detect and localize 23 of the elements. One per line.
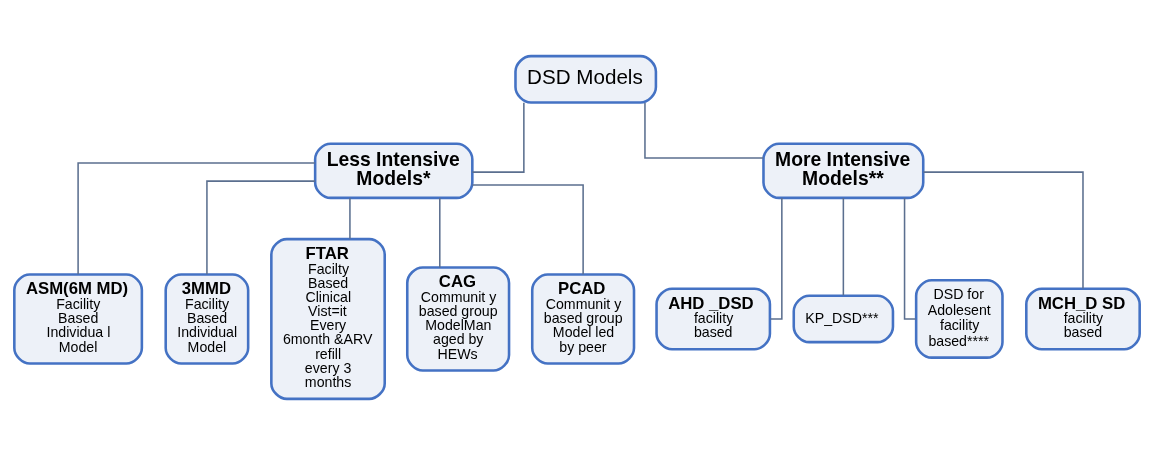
node-box: 3MMD Facility Based Individual Model [164,272,250,365]
connector [471,101,525,173]
connector [206,179,316,275]
connector [842,196,845,296]
node-box: ASM(6M MD) Facility Based Individua l Model [13,272,144,365]
node-box: KP_DSD*** [792,294,895,343]
node-box: PCAD Communit y based group Model led by peer [530,272,636,365]
node-box: DSD Models [514,54,658,104]
connector [769,196,783,320]
connector [903,196,917,320]
node-box: AHD _DSD facility based [655,286,772,351]
connector [922,170,1084,289]
node-box: More Intensive Models** [762,141,925,199]
node-box: FTAR Facilty Based Clinical Vist=it Every 6month &ARV refill every 3 months [270,237,386,400]
connector [77,161,316,275]
node-box: CAG Communit y based group ModelMan aged by HEWs [405,265,511,372]
node-box: MCH_D SD facility based [1025,286,1141,351]
connector [349,196,351,239]
connector [471,183,584,275]
node-box: Less Intensive Models* [313,141,474,199]
connector [644,101,764,159]
node-box: DSD for Adolesent facility based**** [914,278,1004,359]
connector [439,196,441,268]
